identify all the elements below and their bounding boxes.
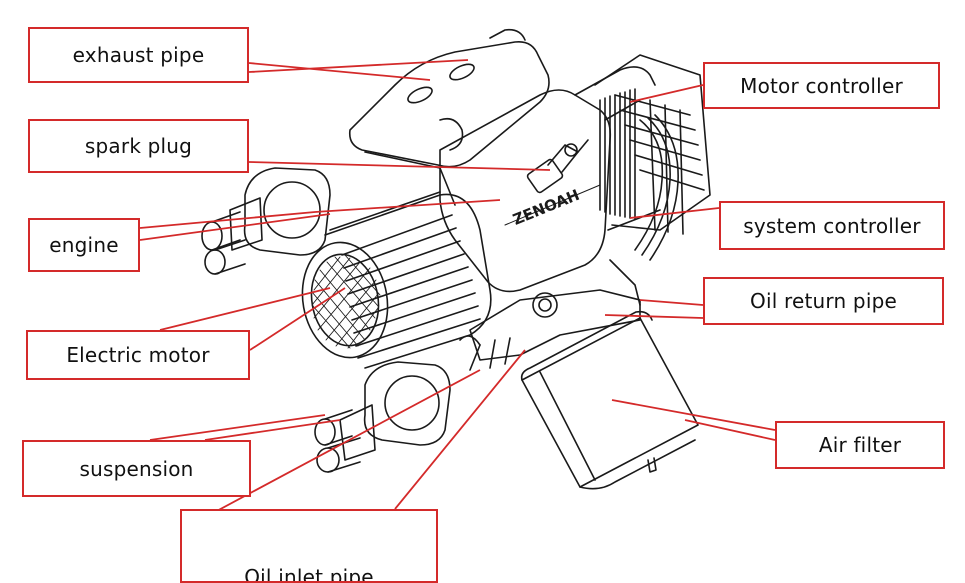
- label-text: system controller: [743, 213, 921, 238]
- carburetor-assembly: [459, 289, 641, 371]
- label-air-filter: Air filter: [775, 421, 945, 469]
- leader-lines: [139, 59, 776, 521]
- air-filter-drawing: [520, 310, 699, 490]
- exhaust-muffler: [348, 28, 550, 206]
- label-text: Air filter: [818, 433, 902, 457]
- leader-oil-return-pipe: [604, 299, 704, 319]
- label-oil-inlet-pipe: Oil inlet pipe: [180, 509, 438, 583]
- controller-housing: [594, 54, 711, 235]
- label-text: suspension: [79, 456, 194, 481]
- zenoah-logo: ZENOAH: [510, 186, 582, 229]
- motor-grill: [311, 254, 381, 349]
- label-electric-motor: Electric motor: [26, 330, 250, 380]
- label-oil-return-pipe: Oil return pipe: [703, 277, 944, 325]
- label-suspension: suspension: [22, 440, 251, 497]
- lower-suspension: [314, 361, 451, 473]
- leader-engine: [139, 199, 501, 241]
- label-text: Motor controller: [740, 73, 903, 98]
- electric-motor-drawing: [301, 191, 492, 369]
- label-exhaust-pipe: exhaust pipe: [28, 27, 249, 83]
- label-text: Oil return pipe: [750, 289, 897, 313]
- label-engine: engine: [28, 218, 140, 272]
- svg-text:ZENOAH: ZENOAH: [510, 186, 582, 229]
- label-text: exhaust pipe: [72, 43, 205, 67]
- label-text: Oil inlet pipe: [244, 565, 374, 583]
- upper-suspension: [201, 167, 331, 275]
- label-text: Electric motor: [66, 343, 210, 367]
- label-motor-controller: Motor controller: [703, 62, 940, 109]
- label-system-controller: system controller: [719, 201, 945, 250]
- hoses: [609, 114, 679, 306]
- engine-body: [439, 66, 661, 293]
- spark-plug-drawing: [526, 139, 589, 194]
- label-spark-plug: spark plug: [28, 119, 249, 173]
- label-text: spark plug: [84, 134, 193, 158]
- leader-electric-motor: [159, 287, 346, 351]
- leader-air-filter: [611, 399, 776, 441]
- leader-motor-controller: [629, 84, 704, 103]
- leader-system-controller: [629, 207, 720, 219]
- label-text: engine: [49, 233, 119, 257]
- leader-spark-plug: [248, 161, 551, 171]
- leader-suspension: [149, 414, 341, 441]
- leader-exhaust-pipe: [248, 59, 469, 81]
